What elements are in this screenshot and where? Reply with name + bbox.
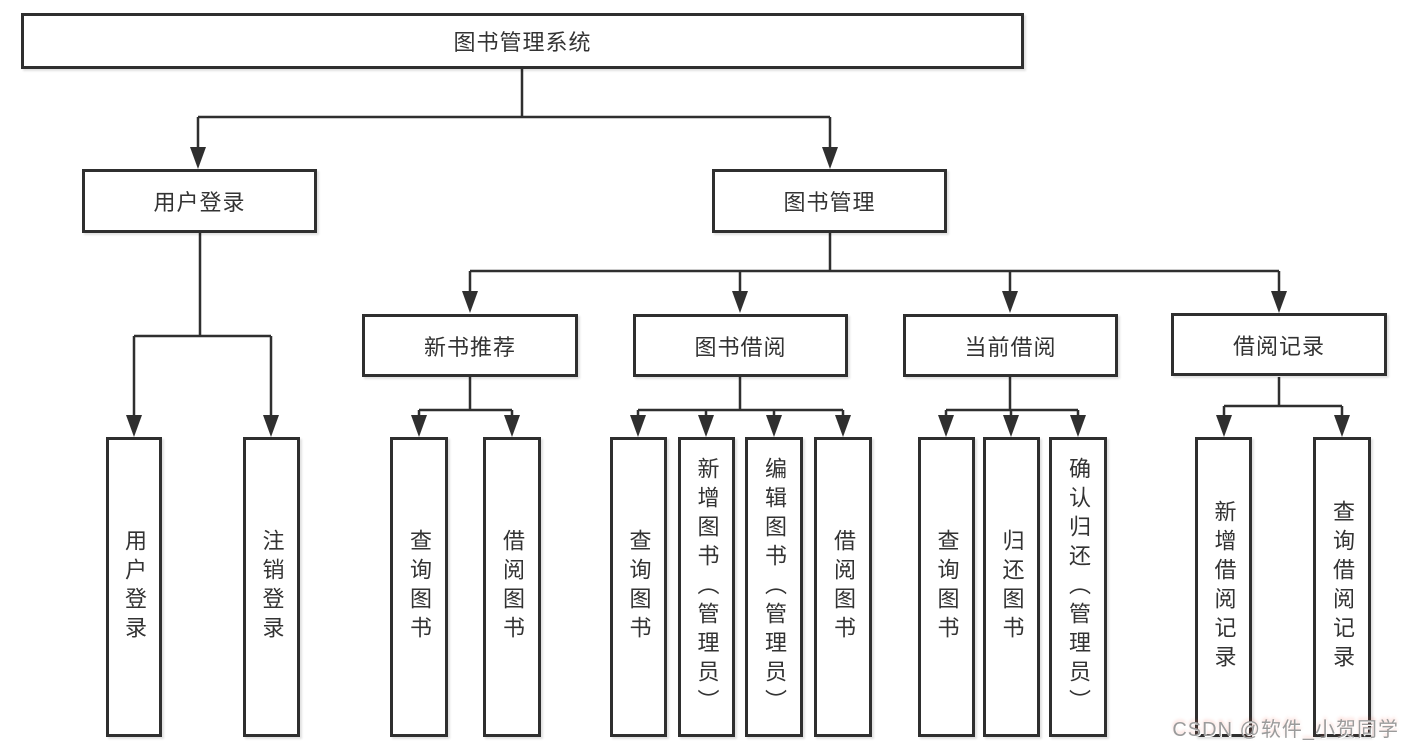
connector-current-borrow-children xyxy=(944,377,1080,415)
node-label: 用户登录 xyxy=(153,190,246,215)
node-label: 归还图书 xyxy=(999,529,1025,645)
node-label: 图书管理系统 xyxy=(453,30,592,55)
node-root: 图书管理系统 xyxy=(21,13,1024,69)
node-label: 图书管理 xyxy=(783,190,876,215)
node-label: 编辑图书（管理员） xyxy=(762,456,787,718)
leaf-query-books-recommend: 查询图书 xyxy=(390,437,448,737)
node-new-book-recommend: 新书推荐 xyxy=(362,314,578,377)
leaf-logout: 注销登录 xyxy=(243,437,300,737)
leaf-edit-books-admin: 编辑图书（管理员） xyxy=(745,437,803,737)
connector-book-borrow-children xyxy=(636,377,845,415)
leaf-user-login: 用户登录 xyxy=(106,437,162,737)
leaf-borrow-books-recommend: 借阅图书 xyxy=(483,437,541,737)
arrowheads xyxy=(126,147,1350,437)
node-label: 确认归还（管理员） xyxy=(1066,456,1091,718)
csdn-watermark: CSDN @软件_小贺同学 xyxy=(1172,719,1399,741)
node-label: 查询图书 xyxy=(626,529,652,645)
node-label: 查询图书 xyxy=(934,529,960,645)
node-label: 图书借阅 xyxy=(694,334,787,360)
leaf-return-books: 归还图书 xyxy=(983,437,1040,737)
node-label: 用户登录 xyxy=(122,529,147,645)
connector-new-book-recommend-children xyxy=(417,377,514,415)
connector-user-login-children xyxy=(132,233,273,415)
node-label: 新书推荐 xyxy=(423,334,516,360)
leaf-add-books-admin: 新增图书（管理员） xyxy=(678,437,735,737)
leaf-query-books-current: 查询图书 xyxy=(918,437,975,737)
node-borrow-records: 借阅记录 xyxy=(1171,313,1387,376)
node-label: 注销登录 xyxy=(259,529,285,645)
leaf-confirm-return-admin: 确认归还（管理员） xyxy=(1049,437,1107,737)
leaf-add-borrow-record: 新增借阅记录 xyxy=(1195,437,1252,737)
node-label: 当前借阅 xyxy=(964,334,1057,360)
node-label: 查询图书 xyxy=(407,529,432,645)
node-label: 借阅图书 xyxy=(500,529,525,645)
node-user-login: 用户登录 xyxy=(82,169,317,233)
node-label: 借阅记录 xyxy=(1232,333,1325,359)
node-book-borrow: 图书借阅 xyxy=(633,314,848,377)
node-book-management: 图书管理 xyxy=(712,169,947,233)
node-label: 新增借阅记录 xyxy=(1211,500,1237,674)
node-label: 借阅图书 xyxy=(831,529,856,645)
connector-root-to-level2 xyxy=(196,69,832,147)
node-label: 新增图书（管理员） xyxy=(694,456,720,718)
node-current-borrow: 当前借阅 xyxy=(903,314,1118,377)
connector-borrow-records-children xyxy=(1222,377,1344,415)
leaf-borrow-books: 借阅图书 xyxy=(814,437,872,737)
leaf-query-books-borrow: 查询图书 xyxy=(610,437,667,737)
connector-book-management-children xyxy=(468,233,1281,291)
node-label: 查询借阅记录 xyxy=(1330,500,1355,674)
leaf-query-borrow-record: 查询借阅记录 xyxy=(1313,437,1371,737)
